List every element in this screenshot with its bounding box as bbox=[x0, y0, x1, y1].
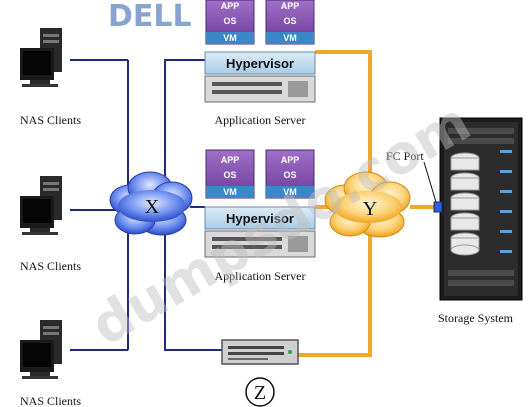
fc-port-icon bbox=[433, 201, 443, 213]
os-label: OS bbox=[283, 170, 296, 180]
node-z-label: Z bbox=[254, 382, 266, 404]
nas-clients-label-middle: NAS Clients bbox=[20, 259, 81, 273]
storage-system-label: Storage System bbox=[438, 311, 514, 325]
hypervisor-label-top: Hypervisor bbox=[226, 56, 294, 71]
storage-system bbox=[433, 117, 523, 301]
application-server-top: APP OS VM APP OS VM Hypervisor bbox=[204, 0, 316, 103]
vm-stack-top-right: APP OS VM bbox=[265, 0, 315, 45]
vm-stack-top-left: APP OS VM bbox=[205, 0, 255, 45]
app-server-label-middle: Application Server bbox=[215, 269, 306, 283]
hypervisor-label-middle: Hypervisor bbox=[226, 211, 294, 226]
hypervisor-bar-top bbox=[204, 51, 316, 75]
hypervisor-bar-middle bbox=[204, 206, 316, 230]
vm-label: VM bbox=[223, 187, 237, 197]
app-label: APP bbox=[221, 1, 240, 11]
app-server-label-top: Application Server bbox=[215, 113, 306, 127]
cloud-y: Y bbox=[324, 171, 411, 238]
link-x-to-server-top bbox=[164, 59, 205, 195]
application-server-middle: APP OS VM APP OS VM Hypervisor bbox=[204, 149, 316, 258]
node-y-label: Y bbox=[363, 198, 377, 220]
nas-clients-label-top: NAS Clients bbox=[20, 113, 81, 127]
nas-client-bottom bbox=[20, 320, 62, 379]
fc-port-label: FC Port bbox=[386, 149, 424, 163]
node-z-circle bbox=[245, 377, 275, 407]
app-label: APP bbox=[281, 155, 300, 165]
vm-label: VM bbox=[283, 187, 297, 197]
os-label: OS bbox=[223, 16, 236, 26]
nas-client-top bbox=[20, 28, 62, 87]
nas-client-middle bbox=[20, 176, 62, 235]
node-x-label: X bbox=[145, 196, 160, 218]
link-x-to-z bbox=[164, 225, 222, 351]
nas-clients-label-bottom: NAS Clients bbox=[20, 394, 81, 407]
os-label: OS bbox=[283, 16, 296, 26]
app-label: APP bbox=[281, 1, 300, 11]
link-z-to-y bbox=[298, 232, 372, 357]
vm-label: VM bbox=[223, 33, 237, 43]
cloud-x: X bbox=[109, 171, 193, 236]
disk-stack-icon bbox=[450, 152, 480, 256]
link-server-top-to-y bbox=[315, 50, 372, 188]
app-label: APP bbox=[221, 155, 240, 165]
dell-logo: DELL bbox=[108, 0, 192, 34]
switch-z bbox=[221, 339, 299, 365]
os-label: OS bbox=[223, 170, 236, 180]
vm-stack-middle-right: APP OS VM bbox=[265, 149, 315, 199]
vm-stack-middle-left: APP OS VM bbox=[205, 149, 255, 199]
vm-label: VM bbox=[283, 33, 297, 43]
fc-port-pointer bbox=[423, 161, 437, 203]
